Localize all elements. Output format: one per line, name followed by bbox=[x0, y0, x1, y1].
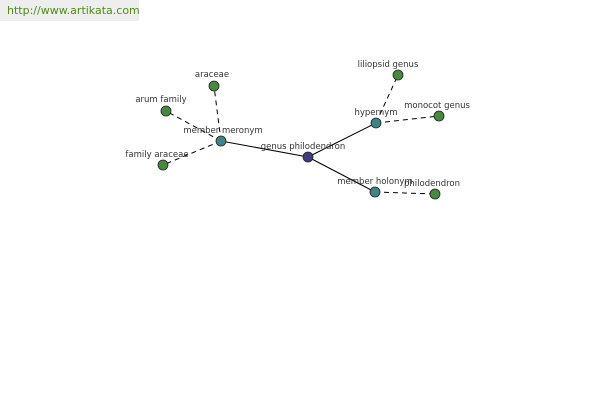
edge-root-to-hypernym bbox=[307, 122, 377, 158]
edge-root-to-meronym bbox=[220, 140, 309, 158]
node-family-araceae[interactable] bbox=[157, 159, 169, 171]
node-liliopsid[interactable] bbox=[392, 69, 404, 81]
node-label-family-araceae: family araceae bbox=[125, 150, 188, 160]
edge-root-to-holonym bbox=[307, 156, 376, 193]
labels-layer: genus philodendron member meronym hypernym… bbox=[125, 60, 470, 189]
node-hypernym[interactable] bbox=[370, 117, 382, 129]
edge-meronym-to-arum bbox=[165, 110, 222, 142]
nodes-layer bbox=[157, 69, 445, 200]
node-araceae[interactable] bbox=[208, 80, 220, 92]
edge-hypernym-to-monocot bbox=[375, 115, 440, 124]
node-root[interactable] bbox=[302, 151, 314, 163]
node-arum[interactable] bbox=[160, 105, 172, 117]
node-label-arum: arum family bbox=[135, 95, 186, 105]
node-label-hypernym: hypernym bbox=[354, 108, 397, 118]
node-label-araceae: araceae bbox=[195, 70, 229, 80]
source-link[interactable]: http://www.artikata.com bbox=[0, 0, 140, 21]
node-label-holonym: member holonym bbox=[337, 177, 412, 187]
node-philodendron[interactable] bbox=[429, 188, 441, 200]
node-label-root: genus philodendron bbox=[261, 142, 346, 152]
edges-layer bbox=[162, 74, 440, 195]
edge-holonym-to-philodendron bbox=[374, 191, 436, 195]
node-holonym[interactable] bbox=[369, 186, 381, 198]
node-label-monocot: monocot genus bbox=[404, 101, 470, 111]
node-label-meronym: member meronym bbox=[183, 126, 262, 136]
edge-meronym-to-araceae bbox=[213, 85, 222, 142]
edge-meronym-to-family-araceae bbox=[162, 140, 222, 166]
node-label-liliopsid: liliopsid genus bbox=[358, 60, 419, 70]
node-label-philodendron: philodendron bbox=[404, 179, 460, 189]
node-meronym[interactable] bbox=[215, 135, 227, 147]
node-monocot[interactable] bbox=[433, 110, 445, 122]
